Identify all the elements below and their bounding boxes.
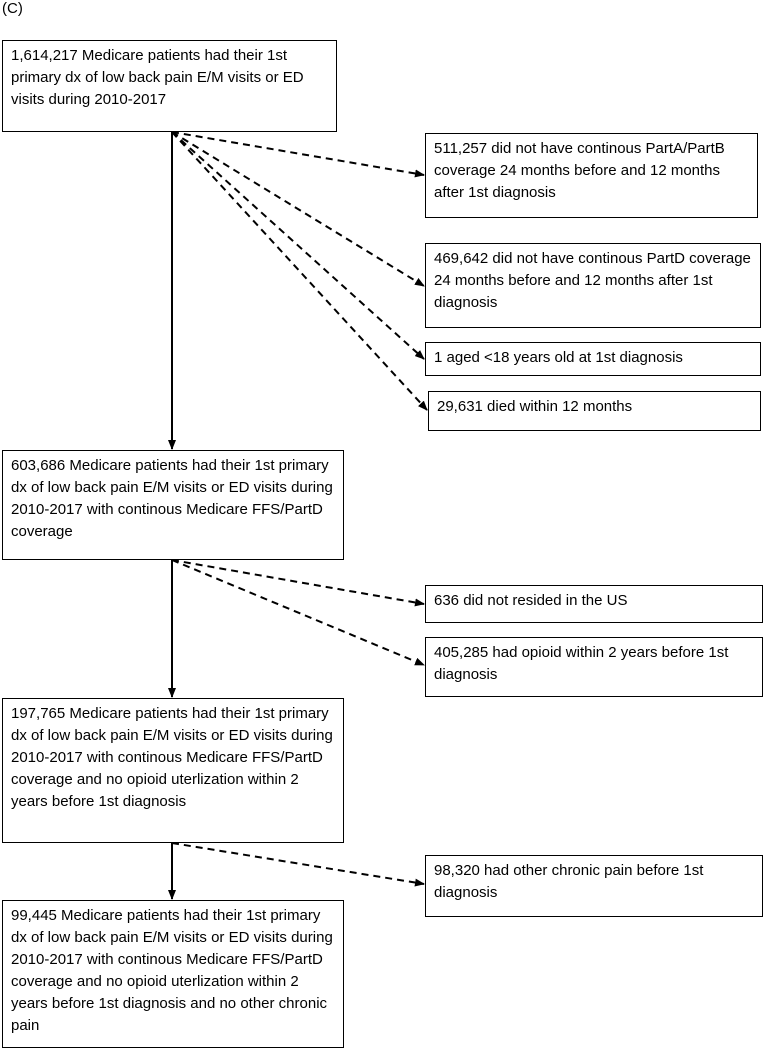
dashed-arrow-partd [171, 131, 425, 287]
dashed-arrow-parta-partb [171, 131, 425, 178]
main-box-final-cohort: 99,445 Medicare patients had their 1st p… [2, 900, 344, 1048]
main-box-continuous-coverage: 603,686 Medicare patients had their 1st … [2, 450, 344, 560]
exclusion-box-chronic-pain: 98,320 had other chronic pain before 1st… [425, 855, 763, 917]
exclusion-box-parta-partb: 511,257 did not have continous PartA/Par… [425, 133, 758, 218]
dashed-arrow-prior-opioid [171, 559, 425, 666]
exclusion-box-not-us: 636 did not resided in the US [425, 585, 763, 623]
exclusion-box-under-18: 1 aged <18 years old at 1st diagnosis [425, 342, 761, 376]
panel-label: (C) [2, 0, 23, 17]
main-box-initial-cohort: 1,614,217 Medicare patients had their 1s… [2, 40, 337, 132]
exclusion-box-prior-opioid: 405,285 had opioid within 2 years before… [425, 637, 763, 697]
dashed-arrow-chronic-pain [171, 842, 425, 887]
dashed-arrow-under-18 [171, 131, 425, 360]
dashed-arrow-not-us [171, 559, 425, 607]
dashed-arrow-died [171, 131, 428, 411]
main-box-no-opioid: 197,765 Medicare patients had their 1st … [2, 698, 344, 843]
exclusion-box-died: 29,631 died within 12 months [428, 391, 761, 431]
exclusion-box-partd: 469,642 did not have continous PartD cov… [425, 243, 761, 328]
